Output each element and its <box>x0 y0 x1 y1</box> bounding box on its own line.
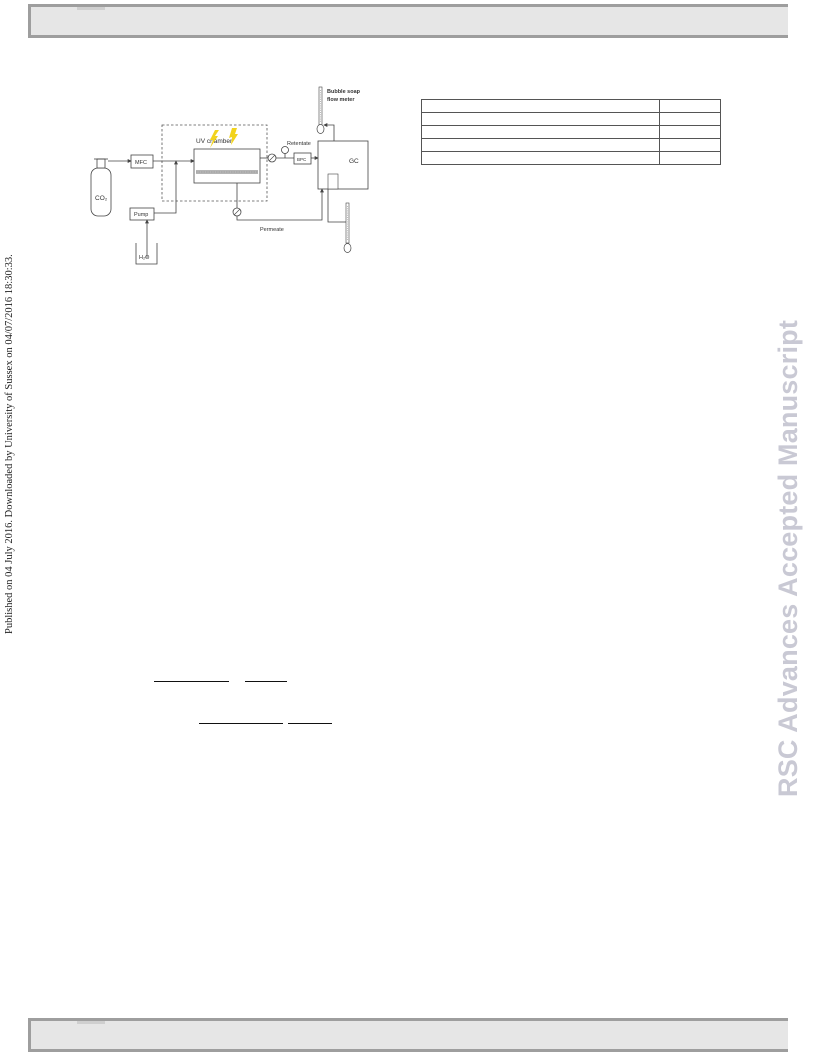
flow-meter-tube <box>345 202 350 244</box>
bpc-box <box>293 152 312 165</box>
pressure-gauge-icon <box>281 146 289 154</box>
table-cell <box>420 99 661 113</box>
mfc-label: MFC <box>135 160 147 166</box>
table-cell <box>420 112 661 126</box>
flow-meter-label-1: Bubble soap <box>327 89 361 95</box>
table-cell <box>420 151 661 165</box>
uv-chamber-label: UV chamber <box>196 138 233 145</box>
table-row <box>420 125 721 139</box>
data-table <box>420 99 721 165</box>
table-row <box>420 151 721 165</box>
permeate-label: Permeate <box>260 227 284 233</box>
table-row <box>420 99 721 113</box>
gc-label: GC <box>349 158 359 165</box>
table-cell <box>420 125 661 139</box>
bottom-banner <box>28 1018 788 1052</box>
banner-tick <box>77 7 105 10</box>
uv-lamp-icon <box>210 130 219 148</box>
formula-fraction-line <box>154 681 229 682</box>
formula-fraction-line <box>199 723 283 724</box>
table-cell <box>659 125 721 139</box>
table-row <box>420 138 721 152</box>
banner-tick <box>77 1021 105 1024</box>
co2-cylinder <box>90 167 112 217</box>
table-cell <box>659 99 721 113</box>
pump-box <box>129 207 155 221</box>
table-cell <box>659 138 721 152</box>
formula-fraction-line <box>245 681 287 682</box>
membrane-reactor <box>193 148 261 184</box>
uv-chamber-box <box>161 124 268 202</box>
experimental-setup-diagram: UV chamber CO₂ MFC Pump H₂O Retentate BP… <box>90 86 369 265</box>
uv-lamp-icon <box>229 128 238 145</box>
flow-meter-bulb <box>316 124 325 134</box>
gc-box <box>317 140 369 190</box>
co2-label: CO₂ <box>95 195 108 202</box>
formula-fraction-line <box>288 723 332 724</box>
table-cell <box>420 138 661 152</box>
table-cell <box>659 112 721 126</box>
pump-label: Pump <box>134 212 148 218</box>
top-banner <box>28 4 788 38</box>
table-row <box>420 112 721 126</box>
retentate-label: Retentate <box>287 141 311 147</box>
accepted-manuscript-watermark: RSC Advances Accepted Manuscript <box>773 319 803 797</box>
flow-meter-bulb <box>343 243 352 253</box>
h2o-beaker <box>135 243 158 265</box>
table-cell <box>659 151 721 165</box>
download-notice: Published on 04 July 2016. Downloaded by… <box>4 254 15 634</box>
flow-meter-label-2: flow meter <box>327 97 355 103</box>
bpc-label: BPC <box>297 157 307 162</box>
h2o-label: H₂O <box>139 255 150 261</box>
